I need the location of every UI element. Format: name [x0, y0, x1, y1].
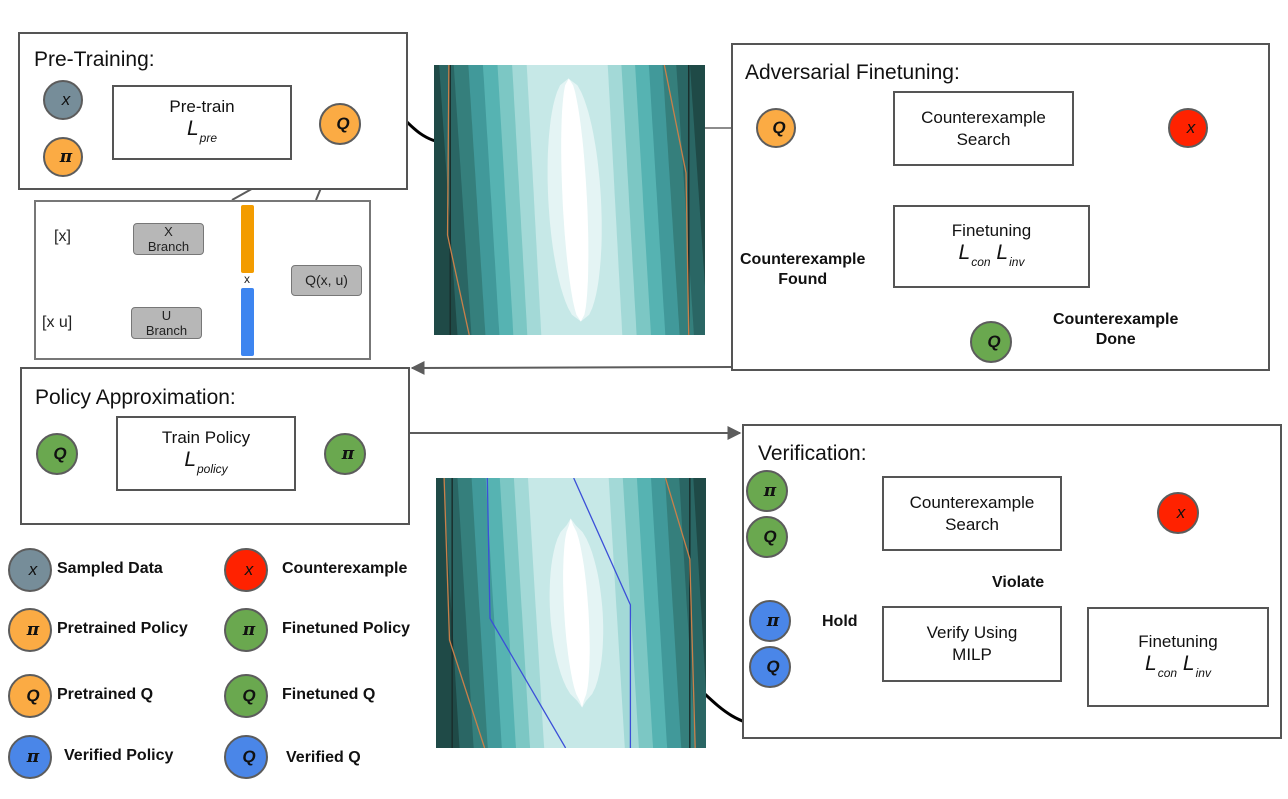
ver-counterexample-node: x [1157, 492, 1199, 534]
legend-node-sampled-data: x [8, 548, 52, 592]
arch-input-xu: [x u] [42, 314, 73, 331]
heatmap-bottom-svg [436, 478, 706, 748]
sampled-data-node: x [43, 80, 83, 120]
legend-node-pretrained-policy: π [8, 608, 52, 652]
value-landscape-verified [436, 478, 706, 748]
u-embedding-bar [241, 288, 254, 356]
arch-input-x: [x] [54, 228, 71, 245]
contour-band-9 [563, 478, 590, 748]
legend-node-counterexample: x [224, 548, 268, 592]
ver-finetuning-box: Finetuning Lcon Linv [1087, 607, 1269, 707]
legend-label: Verified Policy [64, 747, 174, 764]
adv-pretrained-q-node: Q [756, 108, 796, 148]
x-embedding-bar [241, 205, 254, 273]
adv-finetuning-box: Finetuning Lcon Linv [893, 205, 1090, 288]
invariant-contour-orange [446, 65, 470, 335]
verified-contour-blue [573, 478, 632, 748]
legend-label: Pretrained Q [57, 686, 154, 703]
adv-finetuned-q-node: Q [970, 321, 1012, 363]
ver-finetuned-q-node: Q [746, 516, 788, 558]
policy-finetuned-pi-node: π [324, 433, 366, 475]
value-landscape-pretrained [434, 65, 705, 335]
ver-verified-pi-node: π [749, 600, 791, 642]
contour-band-9 [561, 65, 589, 335]
q-output-box: Q(x, u) [291, 265, 362, 296]
violate-label: Violate [992, 574, 1045, 591]
invariant-contour-orange [443, 478, 486, 748]
ver-finetuned-pi-node: π [746, 470, 788, 512]
legend-label: Finetuned Q [282, 686, 376, 703]
legend-label: Finetuned Policy [282, 620, 411, 637]
legend-label: Verified Q [286, 749, 361, 766]
ver-verified-q-node: Q [749, 646, 791, 688]
legend-node-finetuned-q: Q [224, 674, 268, 718]
legend-node-verified-policy: π [8, 735, 52, 779]
legend-node-finetuned-policy: π [224, 608, 268, 652]
verification-title: Verification: [758, 442, 867, 465]
hold-label: Hold [822, 613, 858, 630]
pretrained-q-node: Q [319, 103, 361, 145]
verified-contour-blue [486, 478, 567, 748]
heatmap-top-svg [434, 65, 705, 335]
policy-title: Policy Approximation: [35, 386, 236, 409]
policy-finetuned-q-node: Q [36, 433, 78, 475]
legend-node-verified-q: Q [224, 735, 268, 779]
product-operator: x [244, 272, 250, 286]
legend-label: Sampled Data [57, 560, 163, 577]
pretrain-label: Pre-train [169, 97, 235, 116]
train-policy-box: Train Policy Lpolicy [116, 416, 296, 491]
invariant-contour-orange [664, 478, 696, 748]
invariant-contour-orange [663, 65, 690, 335]
legend-label: Counterexample [282, 560, 408, 577]
legend-node-pretrained-q: Q [8, 674, 52, 718]
pretrain-box: Pre-train Lpre [112, 85, 292, 160]
legend-label: Pretrained Policy [57, 620, 188, 637]
pretrain-loss: Lpre [186, 117, 218, 146]
pretraining-title: Pre-Training: [34, 48, 155, 71]
pretrained-policy-node: π [43, 137, 83, 177]
adv-counterexample-node: x [1168, 108, 1208, 148]
adversarial-title: Adversarial Finetuning: [745, 61, 960, 84]
edge-adv-to-policy [410, 360, 733, 375]
